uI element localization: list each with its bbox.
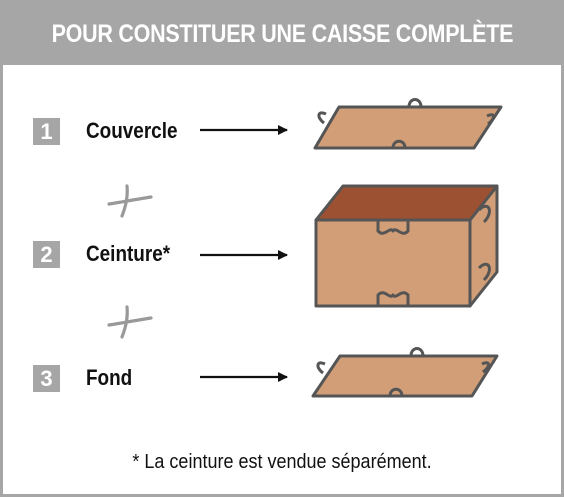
step-3-number: 3 [33, 365, 60, 392]
bottom-panel-icon [311, 347, 499, 398]
step-1-label: Couvercle [86, 118, 178, 143]
belt-box-icon [314, 184, 499, 308]
step-1-number: 1 [33, 118, 60, 145]
step-2-label: Ceinture* [86, 241, 171, 266]
footnote: * La ceinture est vendue séparément. [132, 451, 432, 473]
plus-icon [107, 305, 153, 339]
lid-panel-icon [313, 98, 503, 150]
header-banner: POUR CONSTITUER UNE CAISSE COMPLÈTE [3, 3, 561, 65]
plus-icon [107, 184, 153, 218]
step-3-label: Fond [86, 365, 133, 390]
header-title: POUR CONSTITUER UNE CAISSE COMPLÈTE [51, 19, 513, 48]
step-2-number: 2 [33, 241, 60, 268]
